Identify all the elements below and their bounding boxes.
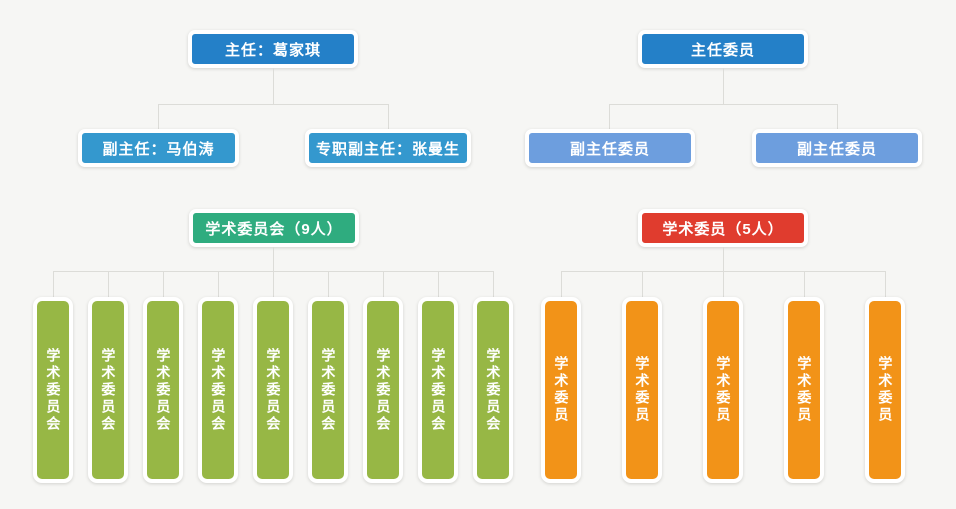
- right-member-node-2[interactable]: 学术委员: [622, 297, 662, 483]
- left-deputy-drop-line-2: [388, 104, 389, 129]
- left-member-node-1[interactable]: 学术委员会: [33, 297, 73, 483]
- left-root-node[interactable]: 主任：葛家琪: [188, 30, 358, 68]
- right-deputy-bus-line: [609, 104, 838, 105]
- left-member-node-6[interactable]: 学术委员会: [308, 297, 348, 483]
- right-deputy-node-2[interactable]: 副主任委员: [752, 129, 922, 167]
- right-member-drop-line-5: [885, 271, 886, 297]
- left-member-drop-line-7: [383, 271, 384, 297]
- right-member-drop-line-3: [723, 271, 724, 297]
- right-member-node-5[interactable]: 学术委员: [865, 297, 905, 483]
- left-member-node-8[interactable]: 学术委员会: [418, 297, 458, 483]
- left-member-drop-line-3: [163, 271, 164, 297]
- left-group-node[interactable]: 学术委员会（9人）: [189, 209, 359, 247]
- right-member-drop-line-4: [804, 271, 805, 297]
- right-deputy-node-1[interactable]: 副主任委员: [525, 129, 695, 167]
- left-member-drop-line-8: [438, 271, 439, 297]
- left-member-node-3[interactable]: 学术委员会: [143, 297, 183, 483]
- right-deputy-drop-line-2: [837, 104, 838, 129]
- right-group-node[interactable]: 学术委员（5人）: [638, 209, 808, 247]
- left-member-node-4[interactable]: 学术委员会: [198, 297, 238, 483]
- right-member-node-1[interactable]: 学术委员: [541, 297, 581, 483]
- left-member-node-7[interactable]: 学术委员会: [363, 297, 403, 483]
- left-deputy-drop-line-1: [158, 104, 159, 129]
- right-group-drop-line: [723, 247, 724, 271]
- left-deputy-node-2[interactable]: 专职副主任：张曼生: [305, 129, 471, 167]
- left-member-node-5[interactable]: 学术委员会: [253, 297, 293, 483]
- left-root-drop-line: [273, 68, 274, 104]
- left-member-drop-line-5: [273, 271, 274, 297]
- left-member-drop-line-2: [108, 271, 109, 297]
- left-member-drop-line-1: [53, 271, 54, 297]
- left-member-node-2[interactable]: 学术委员会: [88, 297, 128, 483]
- right-member-node-3[interactable]: 学术委员: [703, 297, 743, 483]
- right-member-node-4[interactable]: 学术委员: [784, 297, 824, 483]
- left-deputy-bus-line: [158, 104, 389, 105]
- left-member-drop-line-9: [493, 271, 494, 297]
- left-member-drop-line-4: [218, 271, 219, 297]
- right-member-drop-line-1: [561, 271, 562, 297]
- right-member-drop-line-2: [642, 271, 643, 297]
- right-root-drop-line: [723, 68, 724, 104]
- left-member-node-9[interactable]: 学术委员会: [473, 297, 513, 483]
- right-root-node[interactable]: 主任委员: [638, 30, 808, 68]
- right-deputy-drop-line-1: [609, 104, 610, 129]
- left-deputy-node-1[interactable]: 副主任：马伯涛: [78, 129, 239, 167]
- left-group-drop-line: [273, 247, 274, 271]
- left-member-drop-line-6: [328, 271, 329, 297]
